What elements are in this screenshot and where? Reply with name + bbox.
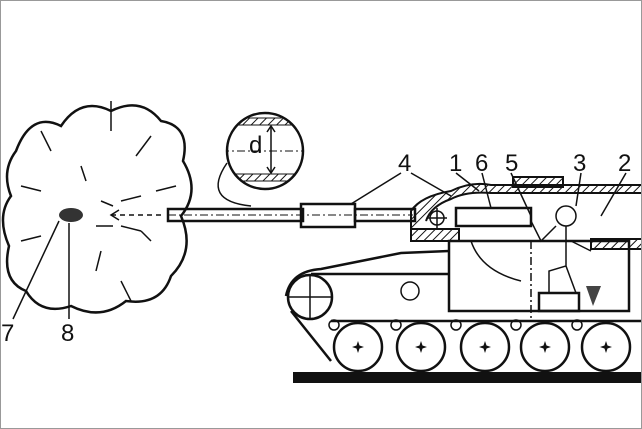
- label-3: 3: [573, 150, 586, 177]
- turret: [410, 176, 641, 282]
- label-d: d: [249, 132, 262, 159]
- projectile-shape: [59, 208, 83, 222]
- ground: [293, 372, 641, 383]
- label-5: 5: [505, 150, 518, 177]
- label-8: 8: [61, 320, 74, 347]
- label-1: 1: [449, 150, 462, 177]
- arrow-icon: [109, 209, 120, 221]
- label-6: 6: [475, 150, 488, 177]
- bore-detail-inset: [217, 111, 305, 207]
- road-wheels: [328, 319, 641, 373]
- gun-barrel: [166, 202, 417, 229]
- operator-figure: [530, 205, 601, 306]
- leader-lines: [12, 172, 627, 320]
- label-4: 4: [398, 150, 411, 177]
- hull: [284, 239, 631, 362]
- label-7: 7: [1, 320, 14, 347]
- label-2: 2: [618, 150, 631, 177]
- explosion-cloud: [1, 101, 193, 314]
